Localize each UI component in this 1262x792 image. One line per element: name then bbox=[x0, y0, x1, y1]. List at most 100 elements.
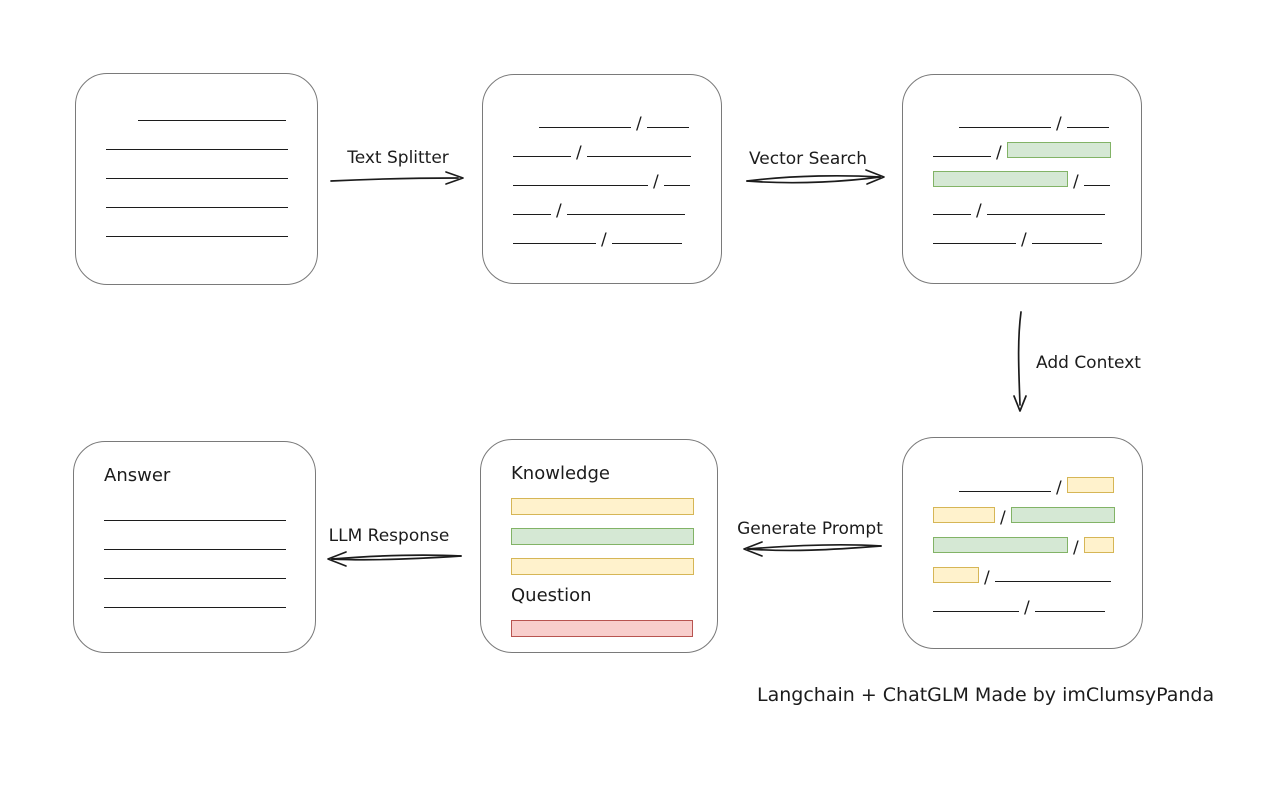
text-row: / bbox=[933, 588, 1114, 618]
red-chunk bbox=[511, 620, 693, 637]
generate-prompt-arrow bbox=[743, 541, 882, 557]
slash-separator: / bbox=[976, 201, 982, 221]
text-row: / bbox=[933, 498, 1115, 528]
text-row bbox=[104, 585, 287, 614]
green-chunk bbox=[1006, 142, 1111, 158]
text-line bbox=[933, 611, 1019, 612]
text-line bbox=[513, 243, 596, 244]
document-lines bbox=[106, 98, 289, 243]
text-row: / bbox=[933, 468, 1114, 498]
add-context-label: Add Context bbox=[1036, 353, 1141, 373]
green-chunk bbox=[933, 171, 1068, 187]
text-line bbox=[933, 214, 971, 215]
green-chunk bbox=[1010, 507, 1115, 523]
text-line bbox=[104, 549, 286, 550]
yellow-chunk bbox=[933, 507, 995, 523]
slash-separator: / bbox=[653, 172, 659, 192]
split-text-node: / / / / / bbox=[482, 74, 722, 284]
vector-search-label: Vector Search bbox=[749, 149, 867, 169]
text-row: / bbox=[933, 192, 1113, 221]
text-line bbox=[1034, 611, 1105, 612]
text-line bbox=[994, 581, 1111, 582]
question-chunks bbox=[511, 614, 693, 644]
text-row: / bbox=[513, 192, 693, 221]
document-node bbox=[75, 73, 318, 285]
text-row: / bbox=[933, 558, 1114, 588]
text-line bbox=[513, 156, 571, 157]
text-row bbox=[106, 127, 289, 156]
text-line bbox=[611, 243, 682, 244]
text-row: / bbox=[933, 221, 1113, 250]
slash-separator: / bbox=[601, 230, 607, 250]
slash-separator: / bbox=[996, 143, 1002, 163]
slash-separator: / bbox=[556, 201, 562, 221]
text-line bbox=[106, 178, 288, 179]
green-chunk bbox=[511, 528, 694, 545]
text-row bbox=[106, 98, 289, 127]
yellow-chunk bbox=[511, 558, 694, 575]
caption: Langchain + ChatGLM Made by imClumsyPand… bbox=[757, 684, 1215, 706]
yellow-chunk bbox=[511, 498, 694, 515]
text-splitter-arrow bbox=[330, 171, 464, 185]
text-line bbox=[1083, 185, 1110, 186]
answer-lines bbox=[104, 498, 287, 614]
add-context-arrow bbox=[1013, 311, 1027, 412]
llm-response-label: LLM Response bbox=[328, 526, 450, 546]
text-line bbox=[106, 236, 288, 237]
text-row bbox=[104, 498, 287, 527]
text-row: / bbox=[933, 528, 1114, 558]
text-row bbox=[511, 614, 693, 644]
context-node: ///// bbox=[902, 437, 1143, 649]
yellow-chunk bbox=[933, 567, 979, 583]
slash-separator: / bbox=[1021, 230, 1027, 250]
text-line bbox=[104, 520, 286, 521]
text-splitter-label: Text Splitter bbox=[347, 148, 449, 168]
answer-label: Answer bbox=[104, 465, 171, 486]
text-line bbox=[1031, 243, 1102, 244]
search-result-node: / / / / / bbox=[902, 74, 1142, 284]
text-row bbox=[104, 527, 287, 556]
slash-separator: / bbox=[1073, 538, 1079, 558]
text-line bbox=[104, 578, 286, 579]
text-row: / bbox=[933, 163, 1113, 192]
text-row bbox=[511, 522, 694, 552]
text-line bbox=[959, 127, 1051, 128]
text-line bbox=[106, 207, 288, 208]
split-text-lines: / / / / / bbox=[513, 105, 693, 250]
text-row: / bbox=[933, 105, 1113, 134]
green-chunk bbox=[933, 537, 1068, 553]
slash-separator: / bbox=[984, 568, 990, 588]
text-line bbox=[663, 185, 690, 186]
slash-separator: / bbox=[636, 114, 642, 134]
text-row: / bbox=[513, 134, 693, 163]
text-line bbox=[933, 156, 991, 157]
answer-node: Answer bbox=[73, 441, 316, 653]
generate-prompt-label: Generate Prompt bbox=[737, 519, 883, 539]
text-line bbox=[106, 149, 288, 150]
text-row bbox=[106, 185, 289, 214]
text-row bbox=[106, 156, 289, 185]
yellow-chunk bbox=[1083, 537, 1114, 553]
text-line bbox=[646, 127, 689, 128]
text-line bbox=[104, 607, 286, 608]
slash-separator: / bbox=[1056, 114, 1062, 134]
text-row: / bbox=[933, 134, 1113, 163]
text-row bbox=[511, 552, 694, 582]
knowledge-label: Knowledge bbox=[511, 463, 610, 484]
text-line bbox=[539, 127, 631, 128]
search-result-lines: / / / / / bbox=[933, 105, 1113, 250]
text-line bbox=[933, 243, 1016, 244]
slash-separator: / bbox=[1024, 598, 1030, 618]
text-row bbox=[511, 492, 694, 522]
text-line bbox=[986, 214, 1105, 215]
text-line bbox=[138, 120, 286, 121]
slash-separator: / bbox=[576, 143, 582, 163]
slash-separator: / bbox=[1073, 172, 1079, 192]
text-line bbox=[513, 214, 551, 215]
text-line bbox=[513, 185, 648, 186]
text-line bbox=[566, 214, 685, 215]
yellow-chunk bbox=[1066, 477, 1114, 493]
context-lines: ///// bbox=[933, 468, 1115, 618]
vector-search-arrow bbox=[746, 169, 885, 185]
